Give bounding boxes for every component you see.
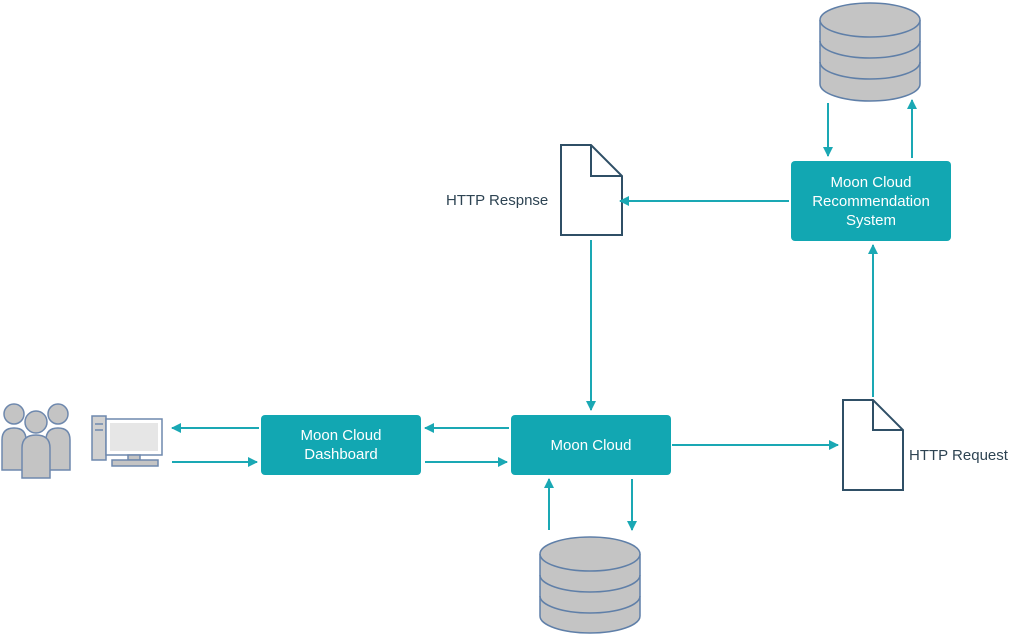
computer-icon <box>91 415 163 467</box>
moon-cloud-box: Moon Cloud <box>511 415 671 475</box>
moon-cloud-dashboard-box: Moon Cloud Dashboard <box>261 415 421 475</box>
recommendation-line-3: System <box>845 211 896 229</box>
recommendation-line-2: Recommendation <box>812 192 930 210</box>
document-icon <box>842 399 904 491</box>
http-request-label: HTTP Request <box>909 447 1008 464</box>
recommendation-system-box: Moon Cloud Recommendation System <box>791 161 951 241</box>
http-response-label: HTTP Respnse <box>446 192 549 209</box>
database-icon <box>819 2 921 102</box>
users-icon <box>1 403 71 479</box>
document-icon <box>560 144 623 236</box>
dashboard-line-1: Moon Cloud <box>300 427 382 444</box>
dashboard-line-2: Dashboard <box>304 446 378 463</box>
database-icon <box>539 536 641 634</box>
recommendation-line-1: Moon Cloud <box>830 173 912 191</box>
moon-cloud-label: Moon Cloud <box>550 436 632 454</box>
